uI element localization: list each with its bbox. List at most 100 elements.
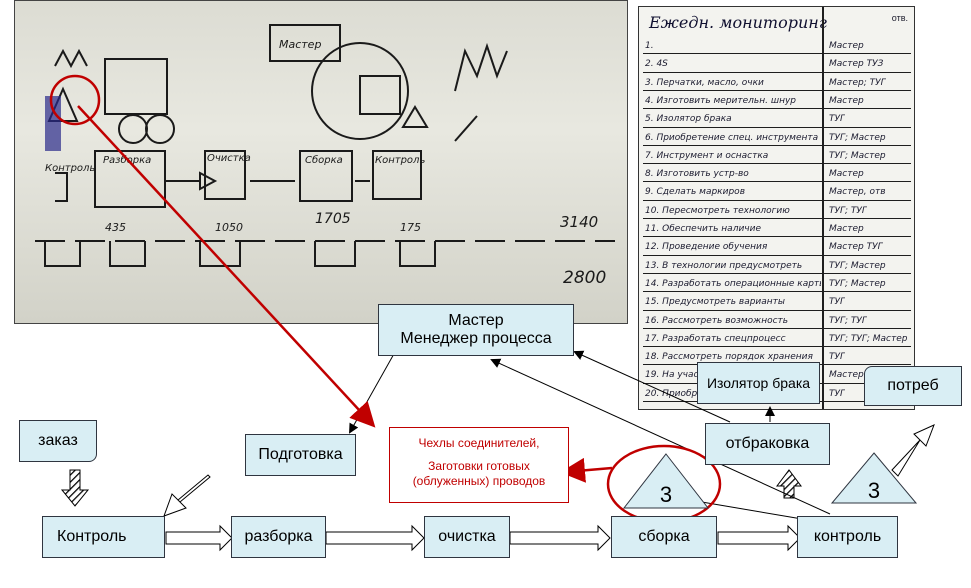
list-item: 5. Изолятор брака [645,114,732,125]
arrow-kontrol-razborka [165,524,233,552]
list-item: 20. Приобрести [645,388,719,399]
inventory-value-center: 3 [659,482,673,507]
photo-number-3: 1705 [315,211,351,227]
list-item: 10. Пересмотреть технологию [645,205,790,216]
zakaz-box[interactable]: заказ [19,420,97,462]
sborka-box[interactable]: сборка [611,516,717,558]
sborka-label: сборка [638,528,690,545]
ochistka-label: очистка [438,528,496,545]
list-row-divider [643,71,911,73]
list-row-divider [643,108,911,110]
list-item-responsible: Мастер [829,224,864,234]
list-item: 8. Изготовить устр-во [645,169,749,180]
list-item-responsible: Мастер [829,41,864,51]
ochistka-box[interactable]: очистка [424,516,510,558]
list-row-divider [643,236,911,238]
list-item: 2. 4S [645,59,668,70]
action-list-col-label: отв. [891,13,908,23]
photo-number-5: 3140 [560,213,598,231]
list-item: 7. Инструмент и оснастка [645,150,769,161]
red-link-line [77,105,376,428]
razborka-box[interactable]: разборка [231,516,326,558]
list-item: 3. Перчатки, масло, очки [645,77,764,88]
photo-label-master: Мастер [279,38,321,51]
potreb-label: потреб [887,377,939,394]
list-item-responsible: Мастер ТУЗ [829,59,884,70]
photo-number-6: 2800 [563,268,606,288]
list-item-responsible: ТУГ; Мастер [829,260,886,271]
list-item-responsible: Мастер; ТУГ [829,77,886,88]
list-item: 12. Проведение обучения [645,242,768,253]
whiteboard-photo: Мастер Контроль Разборка Очистка Сборка … [14,0,628,324]
action-list-photo: Ежедн. мониторинг отв. 1. Мастер 2. 4S Маст… [638,6,915,410]
list-item: 15. Предусмотреть варианты [645,297,786,308]
red-note-line-1: Чехлы соединителей, [418,436,540,450]
photo-number-2: 1050 [215,221,243,234]
red-note-line-2: Заготовки готовых [428,459,530,473]
inventory-triangle-right [830,452,918,504]
list-row-divider [643,126,911,128]
izolyator-box[interactable]: Изолятор брака [697,362,820,404]
izolyator-label: Изолятор брака [706,375,811,391]
list-item-responsible: Мастер, отв [829,187,886,198]
list-item: 9. Сделать маркиров [645,187,745,198]
list-row-divider [643,89,911,91]
photo-number-1: 435 [105,221,126,234]
arrow-kontrol-otbrakovka [776,469,802,499]
list-item-responsible: ТУГ; Мастер [829,150,886,161]
podgotovka-box[interactable]: Подготовка [245,434,356,476]
list-item-responsible: ТУГ; ТУГ; Мастер [829,333,908,344]
photo-label-ochistka: Очистка [207,153,251,164]
master-box[interactable]: Мастер Менеджер процесса [378,304,574,356]
list-row-divider [643,218,911,219]
list-item-responsible: ТУГ; ТУГ [829,205,867,216]
photo-label-sborka: Сборка [305,154,343,166]
list-item-responsible: Мастер [829,95,864,106]
list-item: 1. [645,41,654,51]
list-item: 17. Разработать спецпроцесс [645,333,786,344]
inventory-triangle-center [622,453,710,509]
red-arrow-note [560,457,613,483]
kontrol-left-box[interactable]: Контроль [42,516,165,558]
arrow-kontrol-potreb [891,424,935,477]
arrow-ochistka-sborka [509,524,611,552]
kontrol-left-label: Контроль [57,528,127,545]
list-row-divider [643,291,911,293]
otbrakovka-box[interactable]: отбраковка [705,423,830,465]
list-row-divider [643,327,911,329]
list-item: 19. На участке [645,370,715,381]
red-note-box: Чехлы соединителей, Заготовки готовых (о… [389,427,569,503]
arrow-sborka-kontrol [717,524,801,552]
list-item: 11. Обеспечить наличие [645,224,761,234]
list-item: 16. Рассмотреть возможность [645,315,789,326]
list-item: 14. Разработать операционные карты [645,278,821,289]
list-row-divider [643,53,911,55]
action-list-title: Ежедн. мониторинг [649,13,827,32]
list-row-divider [643,199,911,201]
podgotovka-label: Подготовка [258,446,343,463]
list-item-responsible: ТУГ; Мастер [829,132,886,143]
red-note-line-3: (облуженных) проводов [412,474,546,488]
list-item-responsible: Мастер [829,169,864,180]
list-item-responsible: Мастер [829,370,864,381]
list-item: 4. Изготовить мерительн. шнур [645,95,797,106]
list-item-responsible: Мастер ТУГ [829,242,883,253]
column-divider [822,7,824,409]
list-row-divider [643,309,911,311]
list-item: 6. Приобретение спец. инструмента [645,132,819,143]
potreb-box[interactable]: потреб [864,366,962,406]
list-row-divider [643,144,911,146]
red-circle-photo [49,74,101,126]
photo-number-4: 175 [400,221,421,234]
list-row-divider [643,272,911,274]
zakaz-label: заказ [38,432,78,449]
kontrol-right-box[interactable]: контроль [797,516,898,558]
photo-label-kontrol: Контроль [375,155,425,166]
photo-label-control: Контроль [45,163,95,174]
list-item-responsible: ТУГ [829,297,845,308]
list-item-responsible: ТУГ [829,352,845,363]
kontrol-right-label: контроль [813,528,882,545]
list-item-responsible: ТУГ; Мастер [829,278,886,289]
list-row-divider [643,181,911,183]
